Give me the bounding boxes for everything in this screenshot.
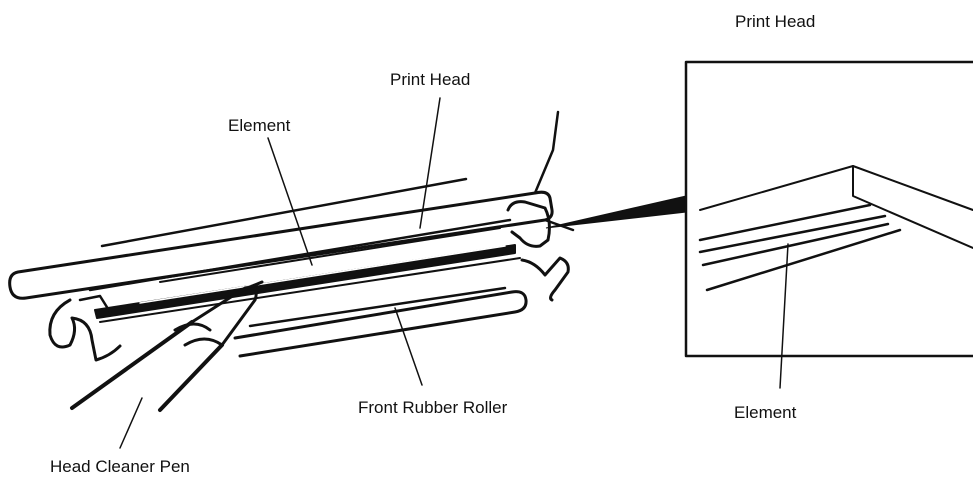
inset-element-line-1 xyxy=(698,203,872,242)
leader-print-head xyxy=(419,97,441,229)
label-head-cleaner-pen: Head Cleaner Pen xyxy=(50,457,190,476)
head-cleaner-pen xyxy=(70,280,264,412)
pen-body-left-edge xyxy=(70,320,194,410)
head-body-inner-line xyxy=(159,227,501,283)
pen-band-lower xyxy=(183,337,224,347)
leader-lines xyxy=(119,97,789,449)
leader-element-inset xyxy=(779,243,789,389)
label-print-head-inset: Print Head xyxy=(735,12,815,31)
element-strip-highlight xyxy=(139,245,506,304)
leader-element xyxy=(267,137,313,266)
leader-head-cleaner-pen xyxy=(119,397,143,449)
inset-element-line-3 xyxy=(701,222,890,267)
inset-head-front-edge xyxy=(852,165,973,249)
right-bracket-lower xyxy=(520,256,570,302)
pen-tip-point xyxy=(236,280,264,294)
right-bracket xyxy=(506,200,551,248)
left-bracket xyxy=(48,298,122,362)
inset-detail xyxy=(684,60,973,358)
inset-head-top-edge xyxy=(699,165,973,211)
inset-frame xyxy=(684,60,973,358)
inset-element-line-4 xyxy=(705,228,902,292)
pen-body-right-edge xyxy=(158,343,224,412)
head-body-lower-edge xyxy=(88,218,512,292)
leader-front-rubber-roller xyxy=(394,307,423,386)
inset-element-line-2 xyxy=(698,214,887,254)
front-rubber-roller xyxy=(233,290,528,358)
print-head-assembly xyxy=(8,110,575,362)
roller-inner-line xyxy=(248,286,507,328)
left-bracket-lower xyxy=(78,294,112,314)
label-print-head: Print Head xyxy=(390,70,470,89)
label-element-inset: Element xyxy=(734,403,797,422)
label-front-rubber-roller: Front Rubber Roller xyxy=(358,398,508,417)
housing-upper-edge xyxy=(533,110,560,195)
zoom-connector xyxy=(545,195,687,229)
housing-top-line xyxy=(100,177,468,248)
front-face-line xyxy=(99,257,521,323)
label-element: Element xyxy=(228,116,291,135)
pen-band xyxy=(173,322,212,332)
